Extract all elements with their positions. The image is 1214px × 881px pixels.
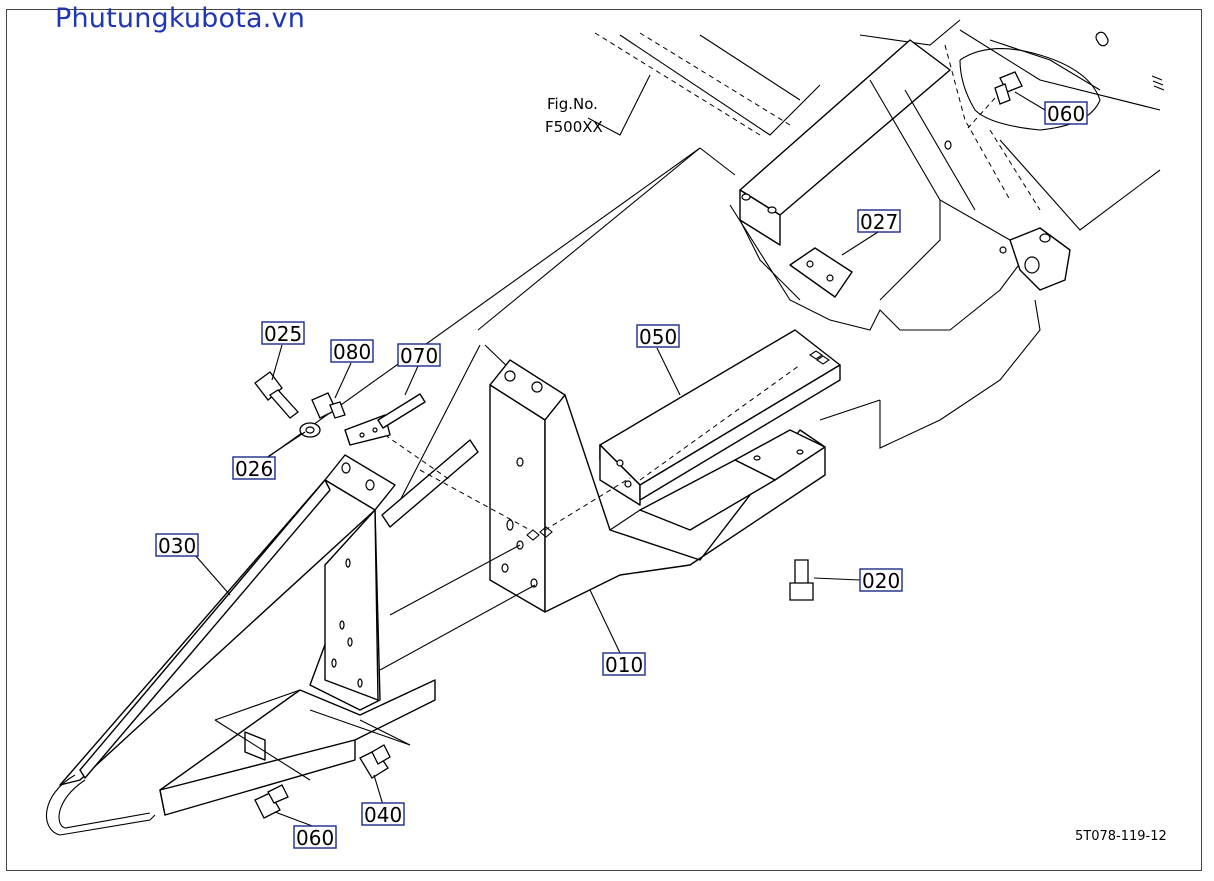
divider-blade-030 [46,439,479,836]
svg-text:020: 020 [862,569,900,593]
svg-text:027: 027 [860,210,898,234]
svg-text:080: 080 [333,340,371,364]
site-watermark: Phutungkubota.vn [55,3,306,34]
leader-lines-background [249,147,1041,521]
bolt-060-top [967,71,1023,129]
svg-text:030: 030 [158,534,196,558]
callout-060-bottom: 060 [293,825,337,850]
callout-026: 026 [232,456,276,481]
bolt-040 [359,744,391,779]
bracket-070 [344,393,426,446]
drawing-frame [6,9,1202,871]
svg-text:060: 060 [296,826,334,850]
svg-text:060: 060 [1047,102,1085,126]
svg-text:040: 040 [364,803,402,827]
svg-text:050: 050 [639,325,677,349]
drawing-code: 5T078-119-12 [1075,829,1167,844]
bolt-020 [789,559,814,601]
callout-060-top: 060 [1044,101,1088,126]
svg-text:026: 026 [235,457,273,481]
callout-027: 027 [857,209,901,234]
plate-027 [789,247,853,298]
fig-ref-line2: F500XX [545,118,603,136]
callout-010: 010 [602,652,646,677]
upper-frame-assembly [594,19,1165,331]
svg-text:010: 010 [605,653,643,677]
callout-leaders [194,74,1046,828]
figure-reference: Fig.No. F500XX [545,95,603,136]
callout-040: 040 [361,802,405,827]
callout-025: 025 [261,321,305,346]
fig-ref-line1: Fig.No. [547,95,598,113]
callout-050: 050 [636,324,680,349]
connection-lines [379,364,801,671]
callout-080: 080 [330,339,374,364]
washer-026 [299,422,321,438]
nut-080 [311,392,346,419]
svg-text:025: 025 [264,322,302,346]
svg-text:070: 070 [400,344,438,368]
bolt-060-bottom [254,784,289,819]
box-bar-050 [599,329,841,506]
callout-070: 070 [397,343,441,368]
callout-030: 030 [155,533,199,558]
main-frame-010 [489,359,826,613]
bolt-025 [254,371,299,419]
callout-020: 020 [859,568,903,593]
